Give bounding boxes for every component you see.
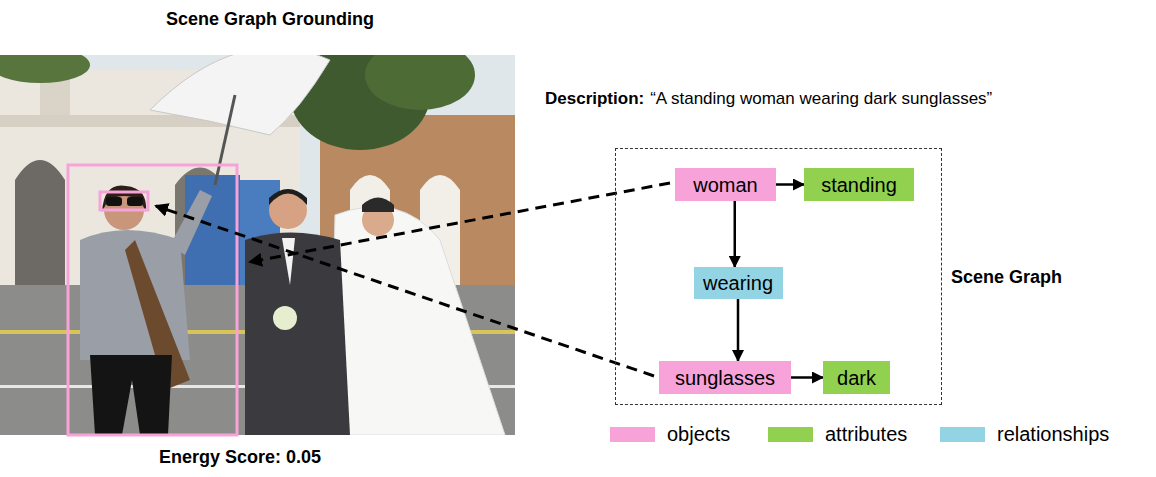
woman-bounding-box (68, 165, 237, 435)
node-label: sunglasses (675, 367, 775, 389)
graph-node: dark (823, 361, 890, 394)
legend-item: objects (610, 423, 730, 446)
graph-arrow (776, 183, 804, 186)
legend-label: objects (667, 423, 730, 446)
tree (365, 55, 475, 110)
description-key: Description: (545, 89, 644, 109)
arch (15, 160, 65, 290)
groom-hair (269, 189, 307, 205)
graph-node: standing (804, 168, 914, 201)
bride-dress (330, 207, 505, 435)
sunglasses-lens (127, 197, 143, 206)
umbrella (150, 55, 330, 135)
graph-node: wearing (694, 267, 783, 299)
legend-item: relationships (940, 423, 1109, 446)
umbrella-pole (215, 95, 235, 185)
groom-suit (245, 233, 350, 436)
graph-node: sunglasses (659, 361, 791, 394)
sunglasses-bounding-box (100, 192, 148, 210)
bride-hair (362, 198, 394, 213)
graph-node: woman (675, 168, 776, 201)
node-label: dark (837, 367, 876, 389)
graph-arrow (737, 299, 740, 361)
woman-pants (90, 355, 172, 435)
energy-score: Energy Score: 0.05 (159, 447, 321, 468)
bouquet (273, 306, 297, 330)
legend-swatch (768, 427, 813, 442)
node-label: standing (821, 174, 897, 196)
grounding-leader (250, 183, 670, 262)
tree (0, 55, 90, 83)
grounding-leader (156, 206, 654, 376)
legend-swatch (610, 427, 655, 442)
legend-swatch (940, 427, 985, 442)
frame-heading: Scene Graph (951, 266, 1062, 287)
graph-arrow (791, 376, 823, 379)
groom-shirt (282, 238, 295, 285)
sunglasses-lens (106, 197, 122, 206)
graph-arrow (734, 201, 737, 267)
description-row: Description: “A standing woman wearing da… (545, 89, 992, 109)
street-photo (0, 55, 515, 435)
woman-hair (102, 186, 146, 212)
legend-label: attributes (825, 423, 907, 446)
scene-graph-frame: Scene Graphwomanstandingwearingsunglasse… (615, 148, 942, 405)
description-text: “A standing woman wearing dark sunglasse… (650, 89, 992, 109)
legend-item: attributes (768, 423, 907, 446)
node-label: woman (693, 174, 757, 196)
figure-title: Scene Graph Grounding (166, 9, 374, 30)
legend-label: relationships (997, 423, 1109, 446)
node-label: wearing (703, 272, 773, 294)
